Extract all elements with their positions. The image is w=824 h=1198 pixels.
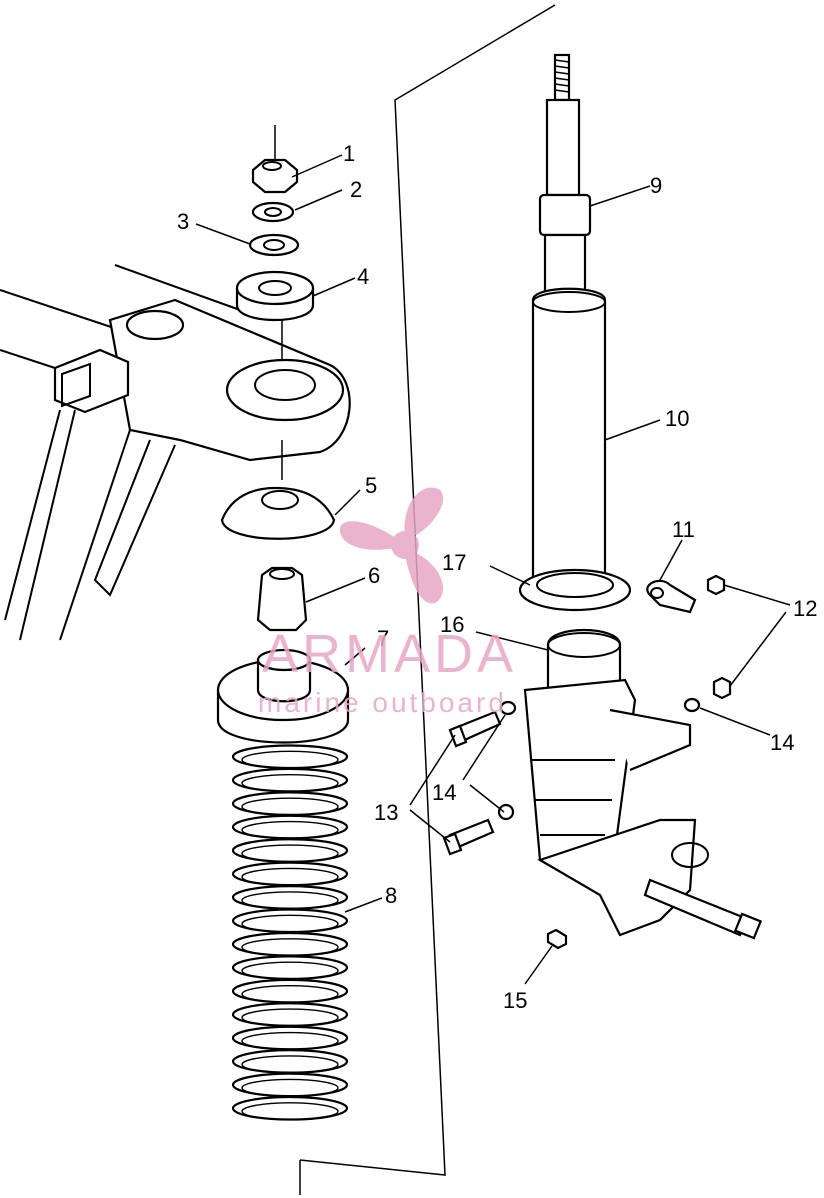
watermark: ARMADA marine outboard [258,487,517,718]
spring-coil-inner [241,984,339,1004]
part-14-washers [497,697,701,821]
frame-arm [0,264,351,641]
spring-coil-inner [241,1102,339,1121]
callout-3: 3 [177,209,189,234]
callout-14-right: 14 [770,730,794,755]
part-15-bolt [546,928,568,950]
callout-17: 17 [442,550,466,575]
spring-coil-inner [241,1008,339,1027]
part-10-shock-body [531,287,607,587]
spindle-axle [643,878,763,940]
part-7-spring-seat [216,648,350,744]
callout-10: 10 [665,406,689,431]
callout-13: 13 [374,800,398,825]
callout-8: 8 [385,883,397,908]
callout-7: 7 [377,626,389,651]
callout-5: 5 [365,473,377,498]
callout-14-left: 14 [432,780,456,805]
leader-lines [195,154,791,985]
spring-coil-inner [241,961,339,980]
propeller-icon [339,487,444,604]
spring-coil-inner [241,750,339,769]
spring-coil-inner [241,914,339,933]
part-11-clamp [646,579,697,614]
callout-9: 9 [650,173,662,198]
spring-coil-inner [241,797,339,816]
spring-coil-inner [241,1078,339,1097]
spring-coil-inner [241,774,339,793]
part-3-washer [248,233,300,257]
part-5-cone-washer [220,486,336,540]
spring-coil-inner [241,844,339,863]
part-2-washer [251,201,295,223]
spring-coil-inner [241,938,339,957]
spring-coil-inner [241,1031,339,1051]
part-13-bolts [442,710,502,856]
callout-4: 4 [357,264,369,289]
part-17-shock-seat [518,568,632,612]
part-8-coil-spring [231,744,349,1121]
callout-16: 16 [440,612,464,637]
callout-12: 12 [793,596,817,621]
spring-coil-inner [241,1055,339,1074]
callouts: 1 2 3 4 5 6 7 8 9 10 11 12 13 14 14 15 1… [177,141,817,1013]
spring-coil-inner [241,820,339,840]
part-1-nut [251,158,299,194]
callout-15: 15 [503,988,527,1013]
part-9-shock-rod [538,53,592,297]
spring-coil-inner [241,891,339,910]
callout-11: 11 [672,517,695,542]
callout-6: 6 [368,563,380,588]
watermark-title: ARMADA [262,624,517,684]
callout-2: 2 [350,177,362,202]
watermark-subtitle: marine outboard [258,687,507,718]
part-6-nut [256,566,308,632]
callout-1: 1 [343,141,355,166]
part-12-nuts [706,574,732,700]
spring-coil-inner [241,867,339,887]
part-4-bushing [235,270,315,321]
part-16-knuckle-tube [523,629,709,937]
